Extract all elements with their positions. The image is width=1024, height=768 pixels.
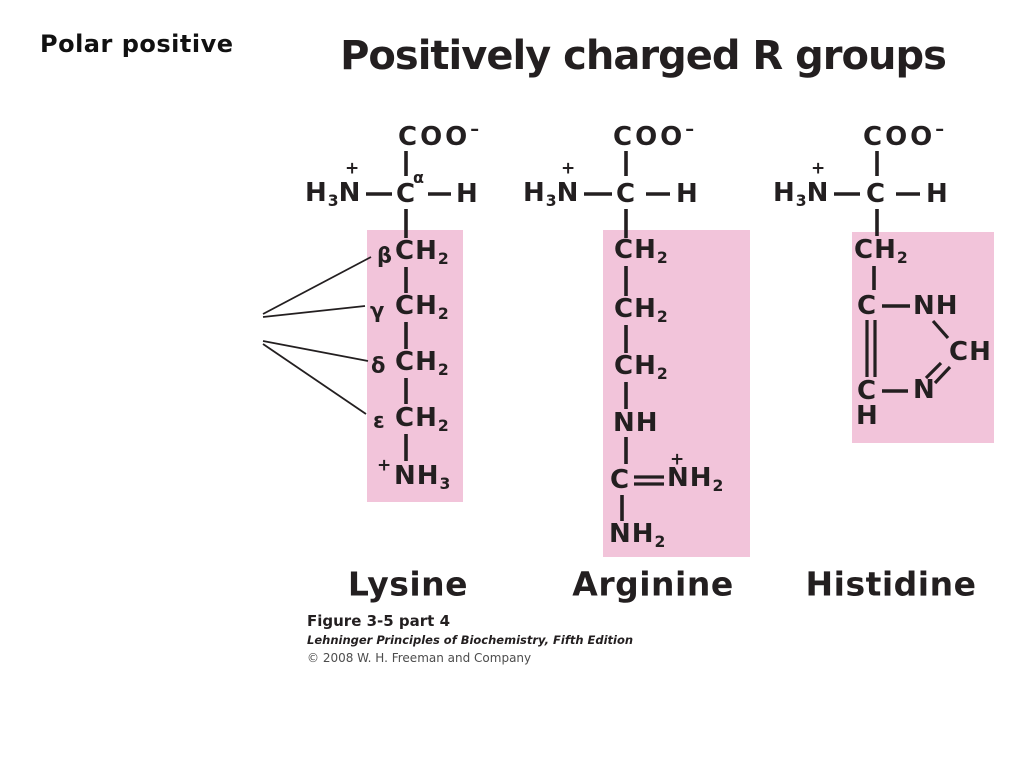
atom-label: CH2 bbox=[395, 291, 449, 324]
atom-label: ε bbox=[373, 408, 385, 433]
copyright-line: © 2008 W. H. Freeman and Company bbox=[307, 651, 532, 665]
atom-label: C bbox=[857, 376, 878, 406]
atom-label: β bbox=[377, 243, 393, 268]
atom-label: NH bbox=[613, 408, 659, 438]
page-title: Positively charged R groups bbox=[340, 33, 947, 79]
atom-label: COO– bbox=[613, 120, 695, 152]
atom-label: H3N bbox=[773, 178, 830, 211]
atom-label: COO– bbox=[398, 120, 480, 152]
amino-acid-name-histidine: Histidine bbox=[805, 564, 977, 604]
atom-label: N bbox=[913, 375, 936, 405]
atom-label: + bbox=[561, 158, 576, 179]
bond-line bbox=[933, 365, 952, 385]
atom-label: α bbox=[413, 168, 424, 187]
atom-label: C bbox=[616, 179, 637, 209]
annotation-line bbox=[262, 340, 369, 362]
atom-label: H3N bbox=[523, 178, 580, 211]
atom-label: H bbox=[926, 179, 949, 209]
atom-label: C bbox=[610, 465, 631, 495]
atom-label: H bbox=[856, 401, 879, 431]
amino-acid-name-lysine: Lysine bbox=[347, 564, 469, 604]
atom-label: H bbox=[676, 179, 699, 209]
atom-label: C bbox=[396, 179, 417, 209]
atom-label: C bbox=[857, 291, 878, 321]
atom-label: + bbox=[811, 158, 826, 179]
figure-caption: Figure 3-5 part 4 Lehninger Principles o… bbox=[307, 612, 633, 665]
amino-acid-name-arginine: Arginine bbox=[572, 564, 734, 604]
bond-line bbox=[924, 361, 943, 380]
atom-label: H3N bbox=[305, 178, 362, 211]
atom-label: CH bbox=[949, 337, 992, 367]
annotation-line bbox=[262, 343, 367, 415]
atom-label: CH2 bbox=[854, 235, 908, 268]
atom-label: CH2 bbox=[614, 294, 668, 327]
atom-label: CH2 bbox=[395, 236, 449, 269]
atom-label: NH2 bbox=[609, 519, 666, 552]
atom-label: H bbox=[456, 179, 479, 209]
sidechain-highlight-lysine bbox=[367, 230, 463, 502]
atom-label: + bbox=[345, 158, 360, 179]
atom-label: C bbox=[866, 179, 887, 209]
atom-label: δ bbox=[371, 353, 386, 378]
figure-number: Figure 3-5 part 4 bbox=[307, 612, 451, 630]
bond-line bbox=[931, 319, 950, 340]
annotation-line bbox=[262, 256, 372, 315]
annotation-line bbox=[262, 305, 366, 318]
atom-label: CH2 bbox=[614, 235, 668, 268]
atom-label: NH3 bbox=[394, 461, 451, 494]
handwritten-annotation: Polar positive bbox=[40, 30, 234, 58]
book-title: Lehninger Principles of Biochemistry, Fi… bbox=[307, 633, 634, 647]
atom-label: NH2 bbox=[667, 463, 724, 496]
atom-label: + bbox=[670, 449, 685, 470]
atom-label: CH2 bbox=[395, 403, 449, 436]
atom-label: CH2 bbox=[614, 351, 668, 384]
atom-label: CH2 bbox=[395, 347, 449, 380]
atom-label: + bbox=[377, 455, 392, 476]
atom-label: NH bbox=[913, 291, 959, 321]
atom-label: COO– bbox=[863, 120, 945, 152]
atom-label: γ bbox=[370, 298, 385, 323]
